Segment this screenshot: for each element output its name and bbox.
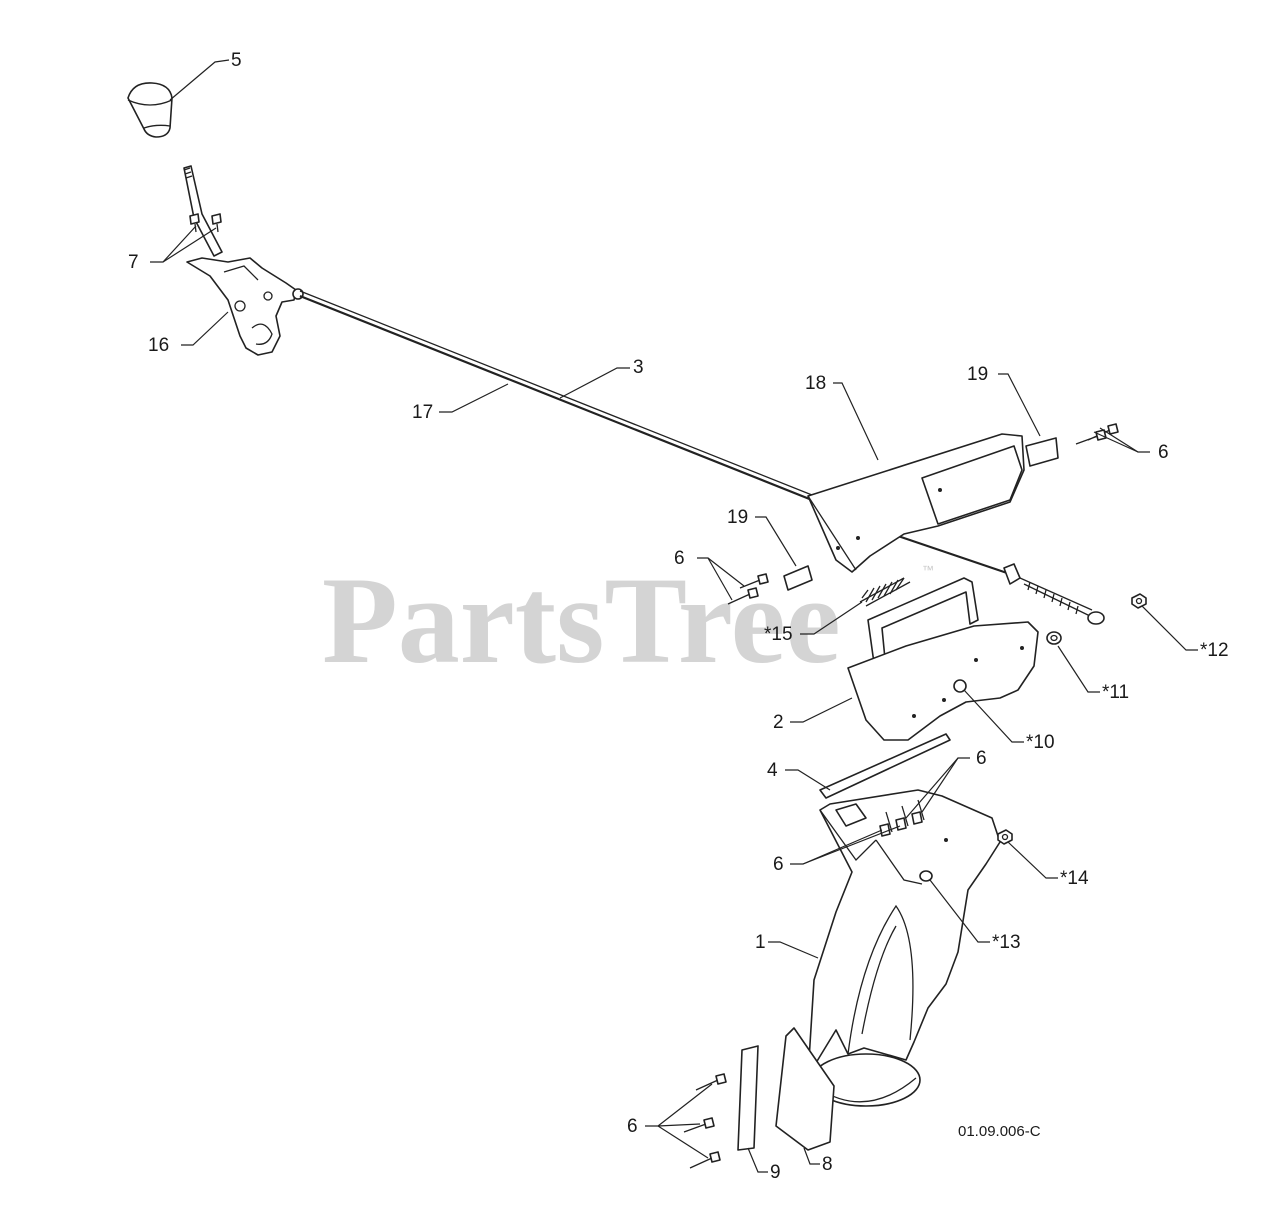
callout-11: *11 xyxy=(1102,682,1129,703)
part-washer-11 xyxy=(1046,631,1062,645)
part-screws-7 xyxy=(189,213,222,233)
callout-6-mid: 6 xyxy=(674,548,685,569)
callout-9: 9 xyxy=(770,1162,781,1183)
callout-19-mid: 19 xyxy=(727,507,748,528)
part-shift-lever xyxy=(183,165,304,356)
part-plate-9 xyxy=(737,1045,759,1151)
callout-12: *12 xyxy=(1200,640,1229,661)
callout-15: *15 xyxy=(764,624,793,645)
part-strip-4 xyxy=(819,733,951,799)
callout-13: *13 xyxy=(992,932,1021,953)
callout-6-chute-left: 6 xyxy=(773,854,784,875)
callout-6-chute-top: 6 xyxy=(976,748,987,769)
part-adjuster-rod xyxy=(1003,563,1105,625)
part-bolt-13 xyxy=(919,870,933,882)
callout-14: *14 xyxy=(1060,868,1089,889)
callout-4: 4 xyxy=(767,760,778,781)
callout-17: 17 xyxy=(412,402,433,423)
document-number: 01.09.006-C xyxy=(958,1123,1041,1140)
callout-2: 2 xyxy=(773,712,784,733)
part-bolt-10 xyxy=(953,679,967,693)
callout-19-top: 19 xyxy=(967,364,988,385)
callout-3: 3 xyxy=(633,357,644,378)
part-knob xyxy=(127,82,173,138)
watermark-trademark: ™ xyxy=(922,563,934,577)
part-spring xyxy=(859,577,911,607)
part-deflector-cover xyxy=(807,433,1025,573)
callout-16: 16 xyxy=(148,335,169,356)
leader-lines xyxy=(150,59,1198,1173)
part-chute xyxy=(807,789,1001,1107)
part-deflector xyxy=(847,577,1039,741)
callout-6-top: 6 xyxy=(1158,442,1169,463)
part-nut-12 xyxy=(1131,593,1147,609)
callout-10: *10 xyxy=(1026,732,1055,753)
callout-labels: 5 7 16 3 17 18 19 6 19 6 *15 *12 *11 2 *… xyxy=(128,50,1229,1183)
callout-18: 18 xyxy=(805,373,826,394)
callout-8: 8 xyxy=(822,1154,833,1175)
callout-1: 1 xyxy=(755,932,766,953)
part-nut-14 xyxy=(997,829,1013,845)
part-plate-8 xyxy=(775,1027,835,1151)
callout-6-bottom: 6 xyxy=(627,1116,638,1137)
callout-7: 7 xyxy=(128,252,139,273)
watermark: PartsTree xyxy=(322,552,841,689)
part-control-rod xyxy=(299,290,1011,576)
part-plate-19 xyxy=(783,437,1059,591)
callout-5: 5 xyxy=(231,50,242,71)
